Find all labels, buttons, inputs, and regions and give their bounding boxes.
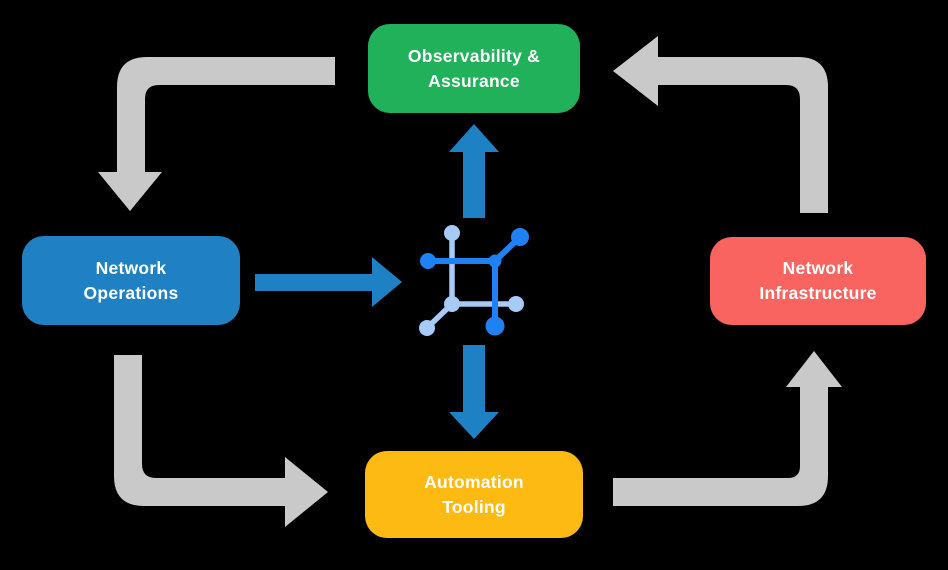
network-mesh-icon xyxy=(419,225,529,336)
arrow-observability-to-operations-icon xyxy=(98,57,335,211)
node-label-line: Assurance xyxy=(428,70,520,91)
network-mesh-icon-light-dots xyxy=(419,225,524,336)
node-network-operations: Network Operations xyxy=(22,236,240,325)
arrow-operations-to-center-icon xyxy=(255,257,402,307)
arrow-infrastructure-to-observability-icon xyxy=(613,36,828,213)
node-label-line: Network xyxy=(782,258,854,278)
node-label-line: Infrastructure xyxy=(759,283,877,303)
node-label-line: Observability & xyxy=(407,45,541,66)
network-mesh-icon-light-lines xyxy=(426,233,517,329)
arrow-automation-to-infrastructure-icon xyxy=(613,351,842,506)
node-network-infrastructure: Network Infrastructure xyxy=(710,237,926,325)
node-label-line: Network xyxy=(95,257,167,278)
arrow-operations-to-automation-icon xyxy=(114,355,328,527)
node-observability-assurance: Observability & Assurance xyxy=(368,24,580,113)
arrow-center-to-observability-icon xyxy=(449,124,499,218)
node-label-line: Operations xyxy=(83,282,179,303)
arrow-center-to-automation-icon xyxy=(449,345,499,439)
node-automation-tooling: Automation Tooling xyxy=(365,451,583,538)
node-label-line: Automation xyxy=(424,471,524,492)
node-label-line: Tooling xyxy=(442,496,506,517)
network-mesh-icon-dark-dots xyxy=(420,228,529,336)
